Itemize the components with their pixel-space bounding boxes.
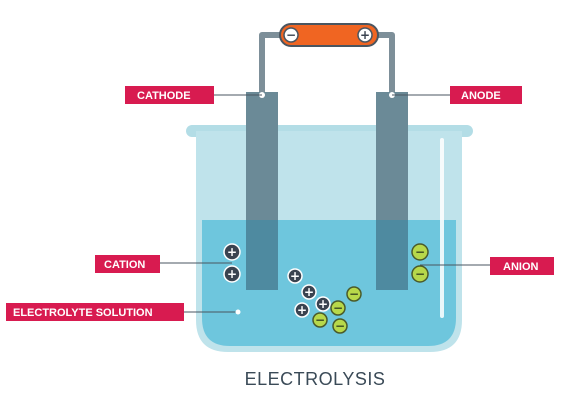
cation-ion-circle [287,268,303,284]
beaker-highlight [440,138,444,318]
cation-ion-circle [294,302,310,318]
battery-positive-terminal [357,27,373,43]
anion-ion-circle [411,265,429,283]
anode-rod-submerged [376,220,408,290]
label-cathode: CATHODE [125,86,214,104]
cathode-rod-top [246,92,278,220]
anion-ion-sign: − [349,287,359,301]
anion-ion-circle [346,286,362,302]
anion-ion-sign: − [335,319,345,333]
anion-ion-sign: − [333,301,343,315]
diagram-title: ELECTROLYSIS [245,369,386,389]
cation-ion-sign: + [318,297,328,311]
label-anion-bg [490,257,554,275]
battery-body [279,23,379,47]
cathode-electrode [246,92,278,290]
wire-left [259,32,285,95]
electrolyte-solution-liquid [202,220,456,346]
cation-ion-circle [301,284,317,300]
battery-negative-sign: − [286,28,296,42]
cation-ion-sign: + [227,267,237,281]
cation-ion: + [301,284,317,300]
label-anion: ANION [490,257,554,275]
battery: − + [279,23,379,47]
cation-ion-sign: + [227,245,237,259]
anion-ion-circle [411,243,429,261]
label-cation-text: CATION [104,259,145,271]
cation-ion: + [223,265,241,283]
label-anion-text: ANION [503,261,539,273]
cation-ion-sign: + [290,269,300,283]
anode-rod-top [376,92,408,220]
cathode-rod-submerged [246,220,278,290]
label-cathode-bg [125,86,214,104]
label-anode-bg [450,86,522,104]
ions: ++++++−−−−−− [223,243,429,334]
anion-ion: − [330,300,346,316]
cation-ion: + [287,268,303,284]
label-cathode-text: CATHODE [137,90,191,102]
cation-ion-circle [223,243,241,261]
label-cation-bg [95,255,160,273]
cation-ion-sign: + [297,303,307,317]
cation-ion-circle [223,265,241,283]
label-electrolyte-solution: ELECTROLYTE SOLUTION [6,303,184,321]
anion-ion-sign: − [315,313,325,327]
battery-negative-terminal [283,27,299,43]
cation-ion-circle [315,296,331,312]
anion-ion: − [332,318,348,334]
electrolyte-pointer-dot [235,309,241,315]
anion-ion-circle [312,312,328,328]
wire-right [372,32,395,95]
label-electrolyte-bg [6,303,184,321]
cation-ion: + [315,296,331,312]
cation-ion-sign: + [304,285,314,299]
anion-ion-sign: − [415,245,425,259]
anion-ion-sign: − [415,267,425,281]
anion-ion: − [312,312,328,328]
label-anode-text: ANODE [461,90,501,102]
anode-electrode [376,92,408,290]
label-cation: CATION [95,255,160,273]
label-electrolyte-text: ELECTROLYTE SOLUTION [13,307,153,319]
anion-ion: − [411,265,429,283]
anion-ion: − [346,286,362,302]
battery-positive-sign: + [360,28,370,42]
anion-ion: − [411,243,429,261]
cation-ion: + [294,302,310,318]
anion-ion-circle [332,318,348,334]
anion-ion-circle [330,300,346,316]
cation-ion: + [223,243,241,261]
label-anode: ANODE [450,86,522,104]
leader-lines [160,94,490,313]
